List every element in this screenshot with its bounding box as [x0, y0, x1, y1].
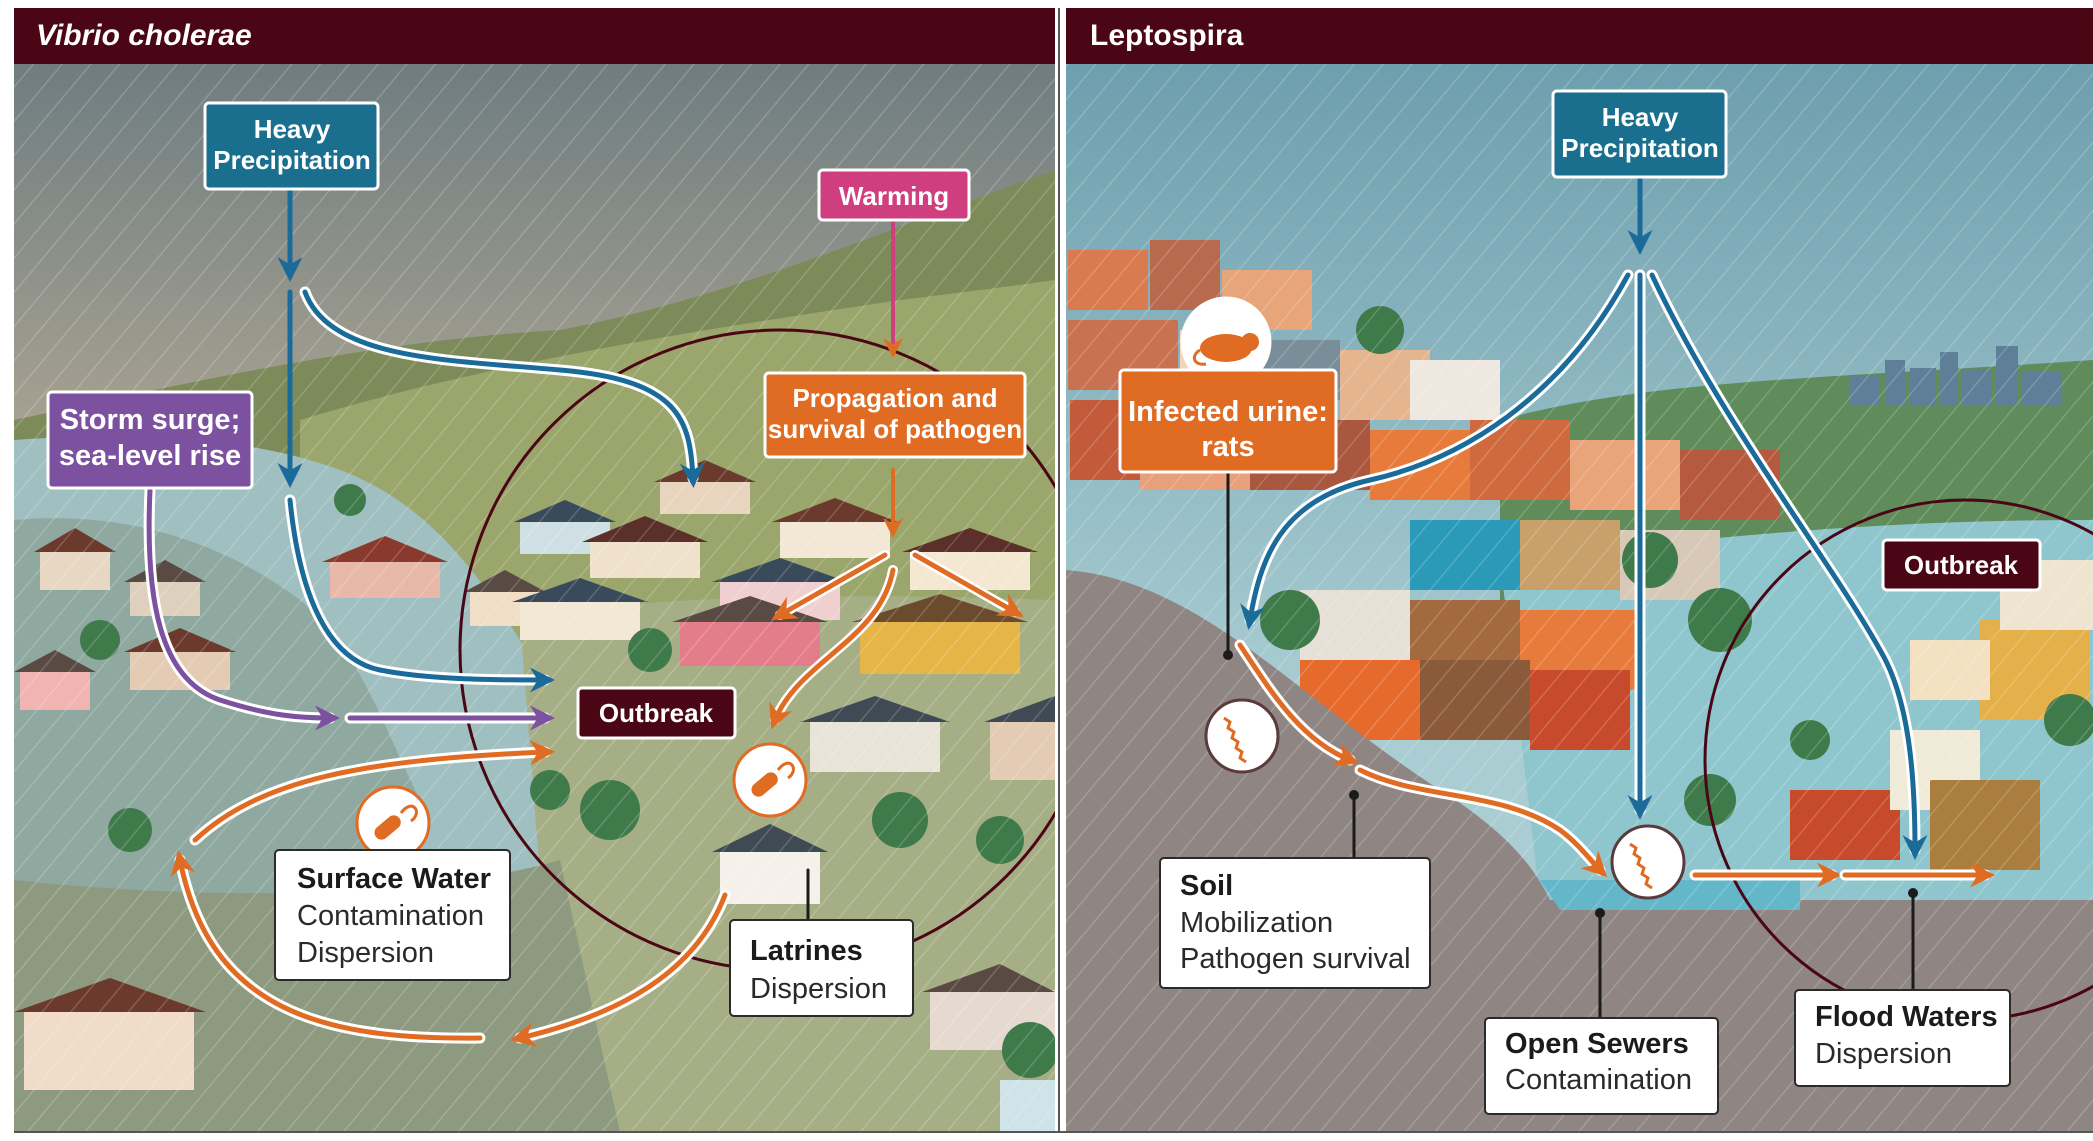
vibrio-bacterium-icon [732, 742, 808, 818]
surface-water-box: Surface Water Contamination Dispersion [274, 849, 511, 981]
outbreak-label: Outbreak [1881, 538, 2042, 592]
right-header: Leptospira [1066, 8, 2093, 64]
svg-text:Flood Waters: Flood Waters [1815, 1001, 1998, 1033]
infected-urine-label: Infected urine: rats [1118, 368, 1338, 474]
left-header: Vibrio cholerae [14, 8, 1055, 64]
svg-text:Infected urine:: Infected urine: [1128, 396, 1328, 428]
propagation-label: Propagation and survival of pathogen [763, 371, 1027, 459]
svg-text:Outbreak: Outbreak [1904, 550, 2019, 580]
left-panel-title: Vibrio cholerae [36, 19, 252, 52]
svg-text:Soil: Soil [1180, 870, 1233, 902]
rat-icon [1180, 296, 1272, 388]
latrines-box: Latrines Dispersion [729, 919, 914, 1017]
soil-box: Soil Mobilization Pathogen survival [1159, 857, 1431, 989]
storm-surge-label: Storm surge; sea-level rise [46, 390, 254, 490]
right-panel: Heavy Precipitation Infected urine: rats… [1066, 64, 2093, 1132]
svg-text:rats: rats [1201, 431, 1254, 463]
panel-divider [1055, 8, 1066, 1132]
svg-text:Latrines: Latrines [750, 935, 863, 967]
heavy-precipitation-label: Heavy Precipitation [1551, 89, 1728, 179]
svg-text:Surface Water: Surface Water [297, 863, 491, 895]
svg-text:Contamination: Contamination [297, 900, 484, 932]
svg-text:survival of pathogen: survival of pathogen [768, 414, 1022, 444]
svg-text:Open Sewers: Open Sewers [1505, 1028, 1689, 1060]
svg-text:Dispersion: Dispersion [1815, 1038, 1952, 1070]
right-flow-arrows [1223, 172, 1995, 1020]
leptospira-spirochete-icon [1204, 698, 1280, 774]
outbreak-label: Outbreak [576, 686, 737, 740]
svg-text:Heavy: Heavy [254, 114, 331, 144]
leptospira-spirochete-icon [1610, 824, 1686, 900]
svg-text:sea-level rise: sea-level rise [59, 440, 241, 472]
svg-text:Propagation and: Propagation and [792, 383, 997, 413]
svg-text:Dispersion: Dispersion [750, 973, 887, 1005]
heavy-precipitation-label: Heavy Precipitation [203, 101, 380, 191]
svg-text:Mobilization: Mobilization [1180, 907, 1333, 939]
flood-waters-box: Flood Waters Dispersion [1794, 989, 2011, 1087]
svg-text:Dispersion: Dispersion [297, 937, 434, 969]
left-panel: Heavy Precipitation Warming Propagation … [14, 64, 1102, 1132]
vibrio-bacterium-icon [355, 785, 431, 861]
svg-text:Warming: Warming [839, 181, 949, 211]
svg-text:Storm surge;: Storm surge; [60, 404, 240, 436]
svg-text:Contamination: Contamination [1505, 1064, 1692, 1096]
right-panel-title: Leptospira [1090, 19, 1244, 52]
svg-text:Precipitation: Precipitation [213, 145, 370, 175]
svg-text:Pathogen survival: Pathogen survival [1180, 943, 1411, 975]
warming-label: Warming [817, 168, 971, 222]
svg-text:Outbreak: Outbreak [599, 698, 714, 728]
svg-text:Heavy: Heavy [1602, 102, 1679, 132]
left-flow-arrows [143, 187, 1024, 1047]
open-sewers-box: Open Sewers Contamination [1484, 1017, 1719, 1115]
svg-text:Precipitation: Precipitation [1561, 133, 1718, 163]
